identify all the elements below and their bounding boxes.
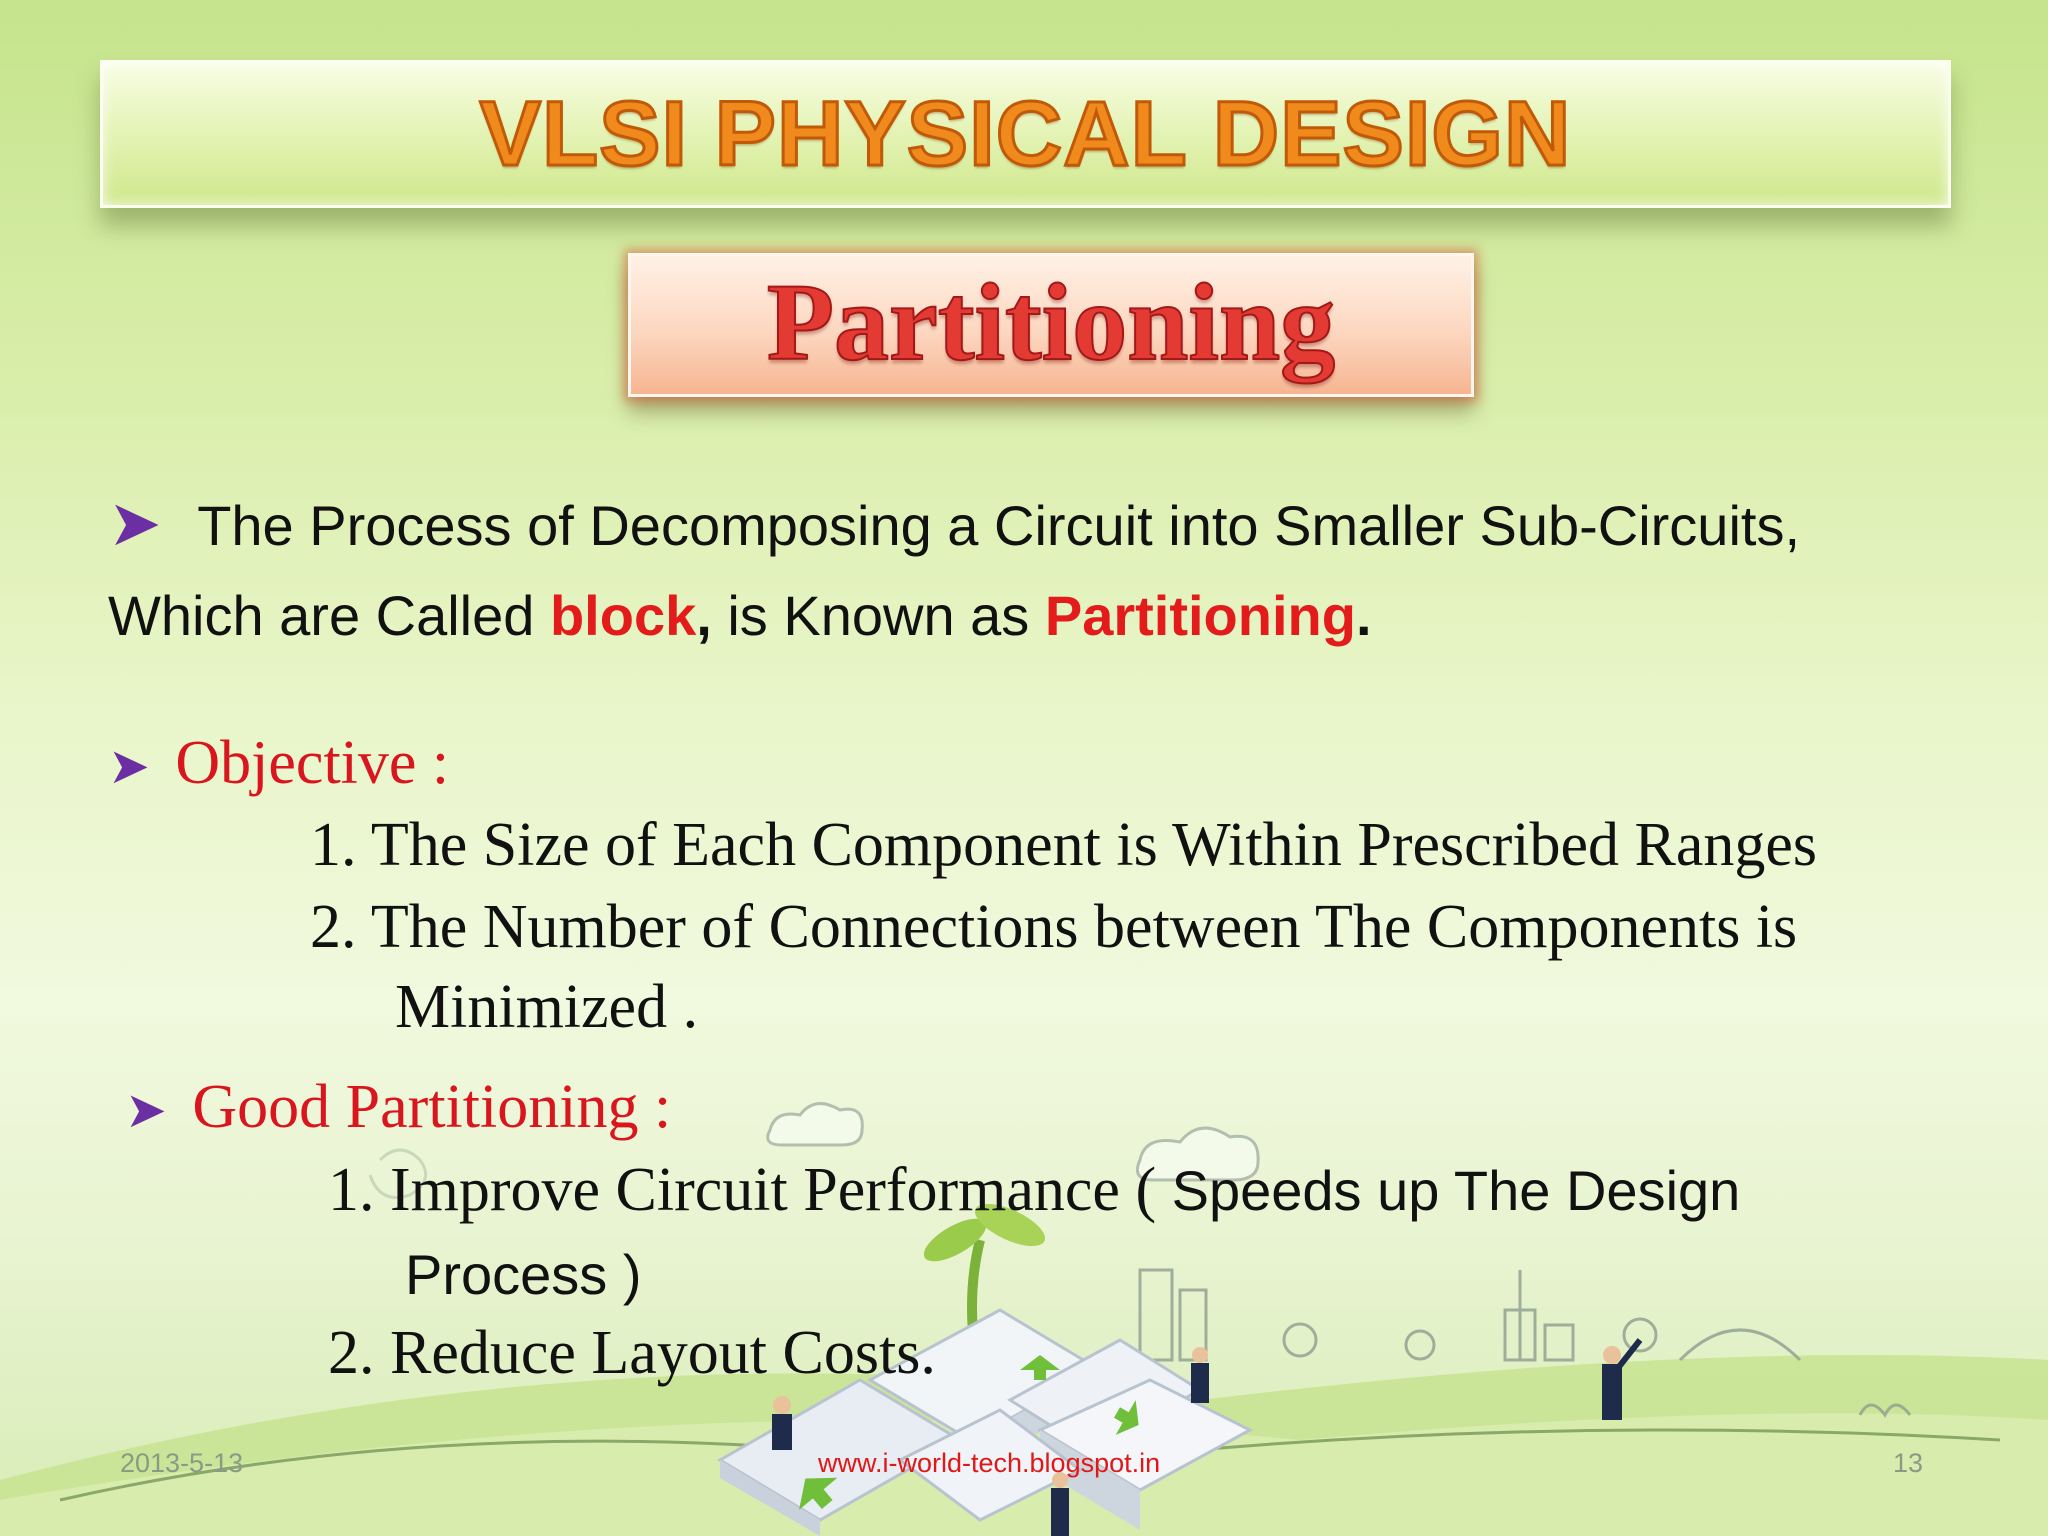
slide-subtitle: Partitioning bbox=[766, 260, 1336, 384]
intro-text-4: is Known as bbox=[711, 584, 1045, 647]
good-item-1: 1. Improve Circuit Performance ( Speeds … bbox=[328, 1155, 1740, 1226]
arrow-bullet-icon: ➤ bbox=[108, 737, 150, 795]
good-item-1-sans: Speeds up The Design bbox=[1171, 1159, 1741, 1222]
term-partitioning: Partitioning bbox=[1044, 584, 1356, 647]
arrow-bullet-icon: ➤ bbox=[125, 1081, 167, 1139]
subtitle-box: Partitioning bbox=[628, 253, 1474, 397]
footer-page-number: 13 bbox=[1893, 1448, 1924, 1478]
intro-text-2: Which are Called bbox=[108, 584, 550, 647]
objective-item-2: 2. The Number of Connections between The… bbox=[310, 893, 1798, 961]
good-item-1-cont: Process ) bbox=[405, 1243, 642, 1306]
good-partitioning-heading: ➤ Good Partitioning : bbox=[125, 1072, 671, 1143]
footer-date: 2013-5-13 bbox=[120, 1448, 244, 1478]
intro-line-2: Which are Called block, is Known as Part… bbox=[108, 571, 2008, 661]
footer-url[interactable]: www.i-world-tech.blogspot.in bbox=[818, 1448, 1161, 1478]
objective-heading: ➤ Objective : bbox=[108, 728, 449, 799]
good-item-2: 2. Reduce Layout Costs. bbox=[328, 1319, 936, 1387]
intro-comma: , bbox=[696, 584, 712, 647]
good-partitioning-heading-text: Good Partitioning : bbox=[192, 1073, 672, 1141]
objective-heading-text: Objective : bbox=[175, 729, 450, 797]
intro-line-1: ➤ The Process of Decomposing a Circuit i… bbox=[108, 478, 2008, 571]
arrow-bullet-icon: ➤ bbox=[108, 487, 162, 559]
intro-paragraph: ➤ The Process of Decomposing a Circuit i… bbox=[108, 478, 2008, 661]
objective-item-1: 1. The Size of Each Component is Within … bbox=[310, 811, 1818, 879]
intro-text-1: The Process of Decomposing a Circuit int… bbox=[197, 494, 1800, 557]
term-block: block bbox=[549, 584, 697, 647]
slide-title: VLSI PHYSICAL DESIGN bbox=[478, 82, 1572, 187]
objective-item-2-cont: Minimized . bbox=[395, 973, 699, 1041]
intro-period: . bbox=[1355, 584, 1372, 647]
title-banner: VLSI PHYSICAL DESIGN bbox=[100, 60, 1951, 208]
good-item-1-serif: 1. Improve Circuit Performance ( bbox=[328, 1156, 1172, 1224]
